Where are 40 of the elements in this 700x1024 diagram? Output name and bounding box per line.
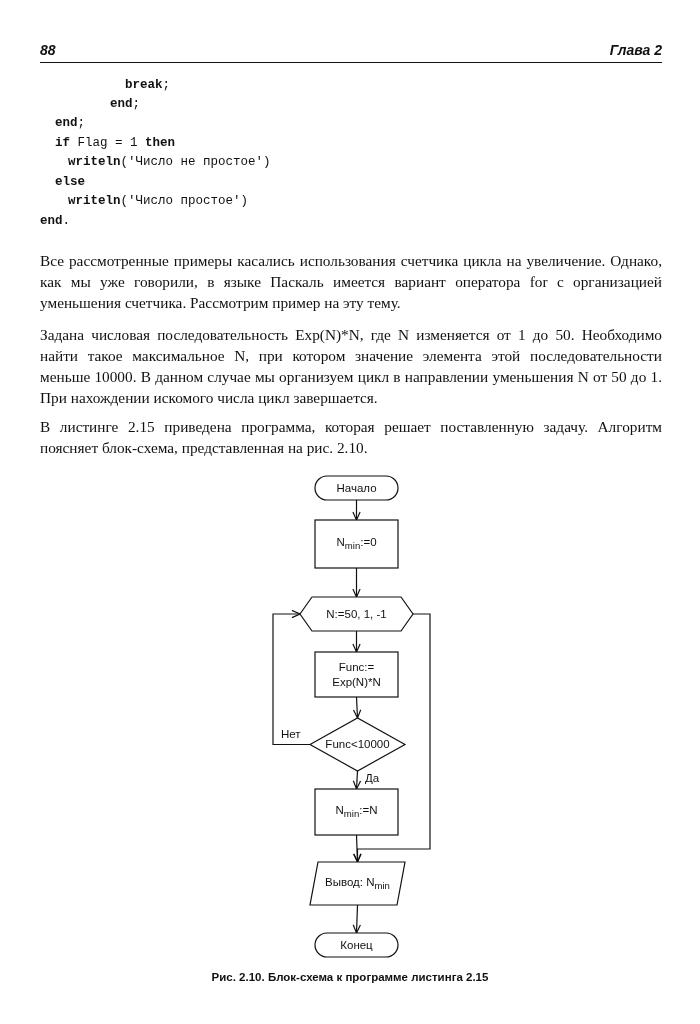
- code-line: writeln('Число не простое'): [68, 155, 271, 169]
- node-text: Вывод: N$_{min}$: [325, 874, 390, 893]
- arrow: [352, 696, 362, 719]
- process-box: [315, 789, 398, 835]
- code-line: end;: [55, 116, 86, 130]
- arrow: [272, 609, 311, 746]
- arrow: [352, 567, 361, 598]
- code-line: else: [55, 175, 85, 189]
- output-parallelogram: [310, 862, 405, 905]
- code-line: if Flag = 1 then: [55, 136, 176, 150]
- arrow: [352, 904, 361, 934]
- edge-label: Нет: [280, 728, 302, 740]
- terminal-shape: [315, 933, 398, 957]
- code-line: break;: [125, 78, 171, 92]
- decision-diamond: [310, 718, 405, 771]
- arrow: [352, 630, 361, 653]
- node-text: N$_{min}$:=N: [335, 803, 378, 821]
- code-line: end;: [110, 97, 141, 111]
- chapter-heading: Глава 2: [609, 42, 662, 58]
- code-line: writeln('Число простое'): [68, 194, 249, 208]
- paragraph: Задана числовая последовательность Exp(N)*N, где N изменяется от 1 до 50. Необходимо найти такое максимальное N, при котором значение элемента этой последовательности меньше 10000. В данном случае мы организуем цикл в направлении уменьшения N от 50 до 1. При нахождении искомого числа цикл завершается.: [40, 325, 662, 408]
- figure-caption: Рис. 2.10. Блок-схема к программе листинга 2.15: [210, 971, 490, 983]
- page-number: 88: [40, 42, 56, 58]
- arrow: [353, 613, 431, 863]
- arrow: [352, 770, 362, 790]
- paragraph: В листинге 2.15 приведена программа, которая решает поставленную задачу. Алгоритм поясняет блок-схема, представленная на рис. 2.10.: [40, 417, 662, 458]
- node-text: Func<10000: [325, 737, 390, 752]
- node-text: N:=50, 1, -1: [326, 606, 387, 622]
- terminal-shape: [315, 476, 398, 500]
- paragraph: Все рассмотренные примеры касались использования счетчика цикла на увеличение. Однако, как мы уже говорили, в языке Паскаль имеется вариант оператора for с организацией уменьшения счетчика. Рассмотрим пример на эту тему.: [40, 251, 662, 313]
- arrow: [352, 499, 361, 521]
- edge-label: Да: [364, 772, 381, 784]
- process-box: [315, 652, 398, 697]
- code-line: end.: [40, 214, 71, 228]
- node-text: N$_{min}$:=0: [336, 535, 377, 553]
- node-text: Func:= Exp(N)*N: [331, 660, 382, 689]
- loop-hexagon: [300, 597, 413, 631]
- node-text: Конец: [340, 937, 373, 953]
- process-box: [315, 520, 398, 568]
- node-text: Начало: [336, 480, 377, 496]
